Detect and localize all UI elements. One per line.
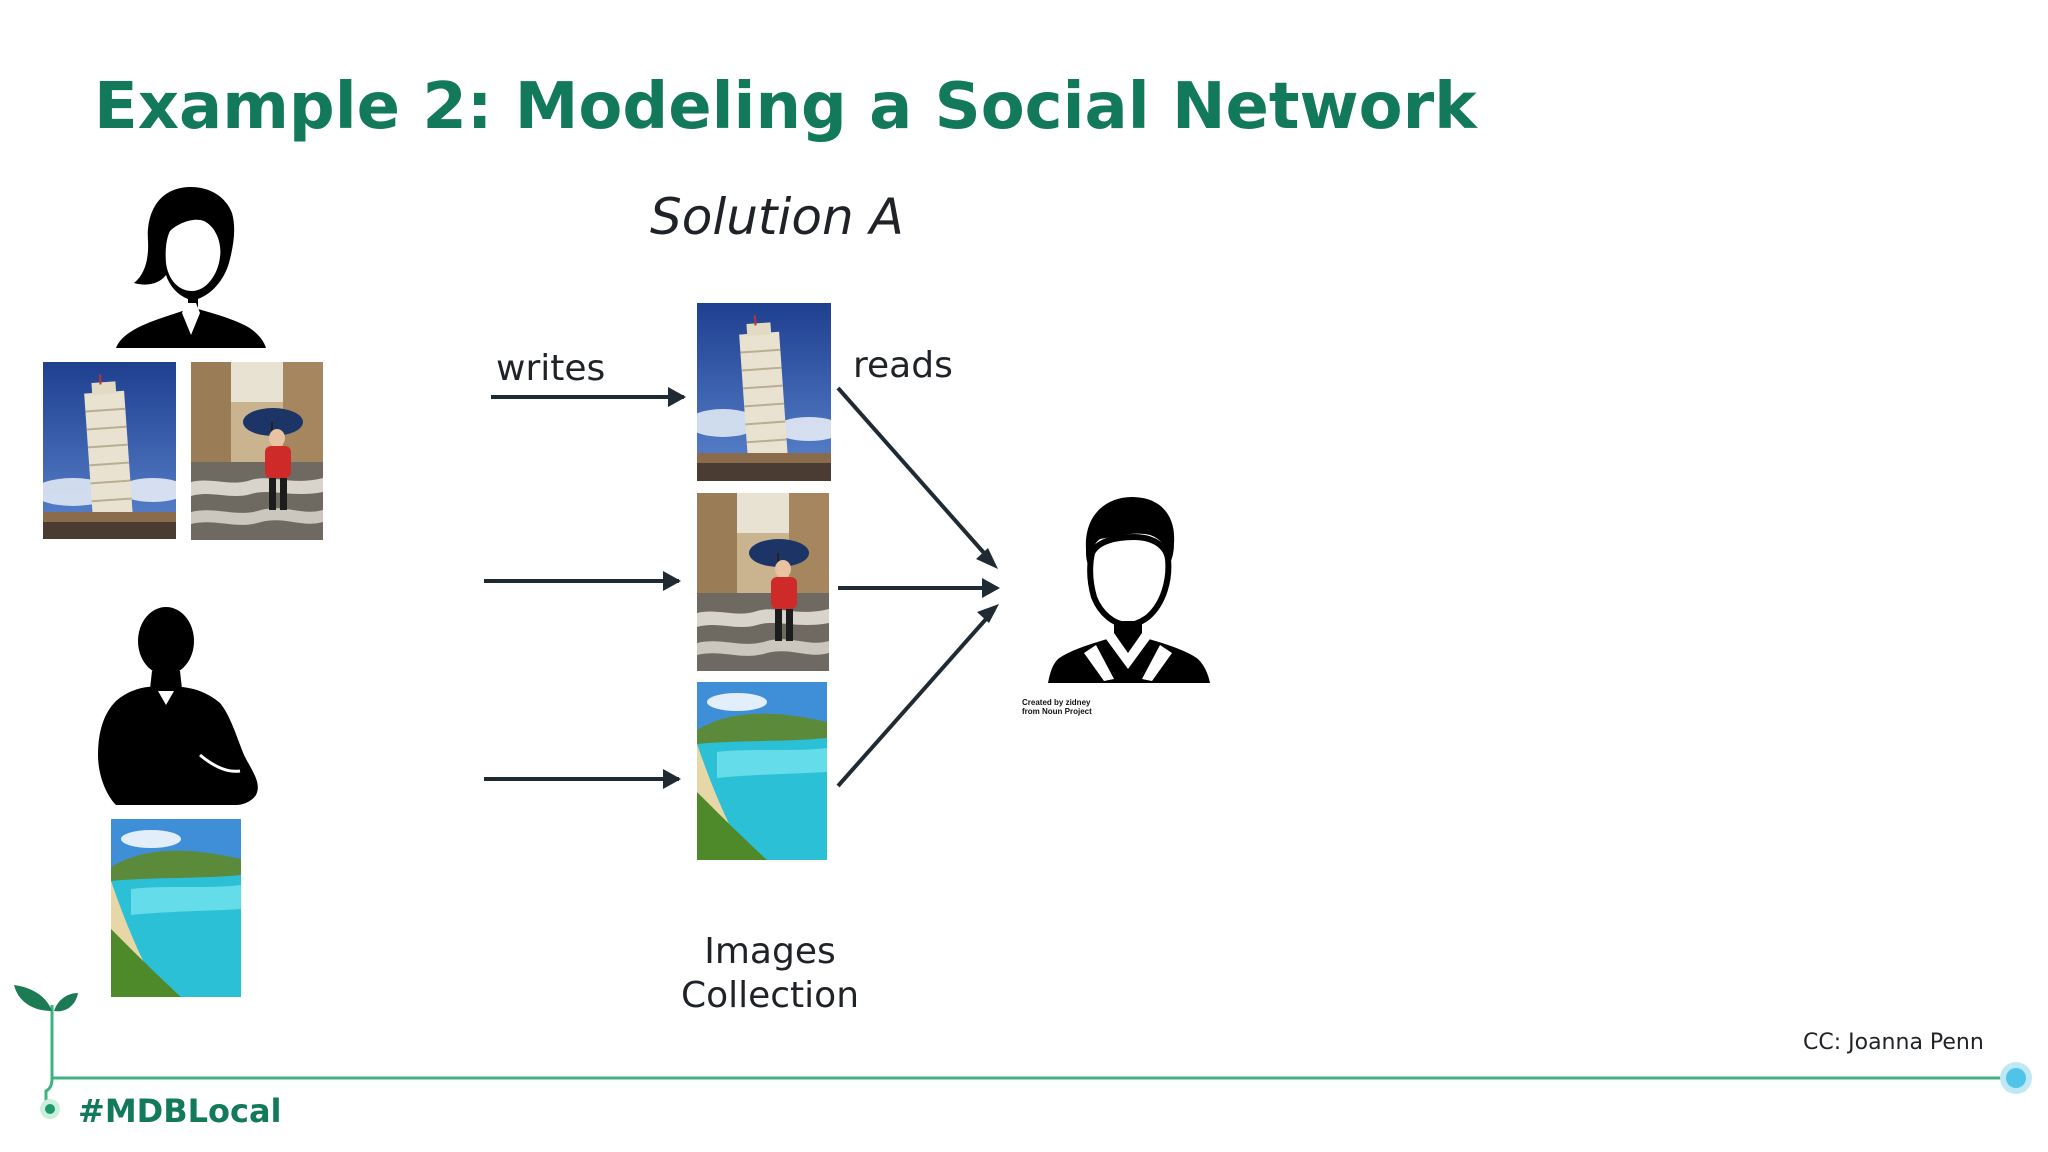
businessman-user-icon xyxy=(98,607,258,805)
collection-label-line2: Collection xyxy=(680,975,860,1016)
flood-photo-woman xyxy=(191,362,323,540)
reader-user-icon xyxy=(1048,497,1210,683)
slide-title: Example 2: Modeling a Social Network xyxy=(94,70,1477,144)
collection-label-line1: Images xyxy=(704,931,836,972)
images-collection-label: Images Collection xyxy=(640,930,900,1018)
woman-user-icon xyxy=(116,187,266,348)
collection-tower-photo xyxy=(697,303,831,481)
beach-photo-man xyxy=(111,819,241,997)
collection-flood-photo xyxy=(697,493,829,671)
icon-credit: Created by zidney from Noun Project xyxy=(1022,698,1092,716)
read-arrow-3 xyxy=(836,608,996,788)
read-arrow-1 xyxy=(836,386,994,564)
solution-subtitle: Solution A xyxy=(650,188,904,246)
collection-beach-photo xyxy=(697,682,827,860)
reads-label: reads xyxy=(853,345,953,386)
sprout-icon xyxy=(14,985,78,1119)
photo-credit: CC: Joanna Penn xyxy=(1803,1030,1984,1055)
writes-label: writes xyxy=(496,348,606,389)
tower-photo-woman xyxy=(43,362,176,539)
event-hashtag: #MDBLocal xyxy=(78,1092,282,1130)
